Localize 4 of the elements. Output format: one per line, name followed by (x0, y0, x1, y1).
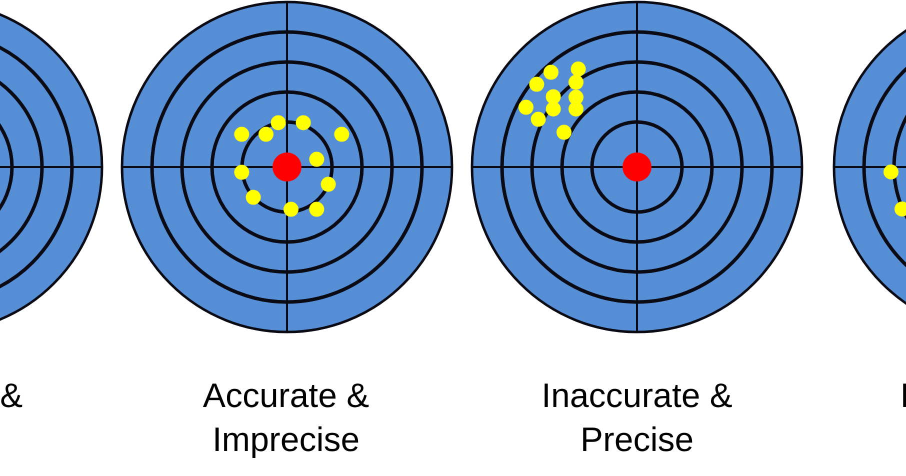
target-caption: & (0, 376, 23, 417)
target-caption: I (900, 376, 906, 417)
target-caption: Accurate & Imprecise (202, 376, 370, 461)
target-caption: Inaccurate & Precise (540, 376, 734, 461)
